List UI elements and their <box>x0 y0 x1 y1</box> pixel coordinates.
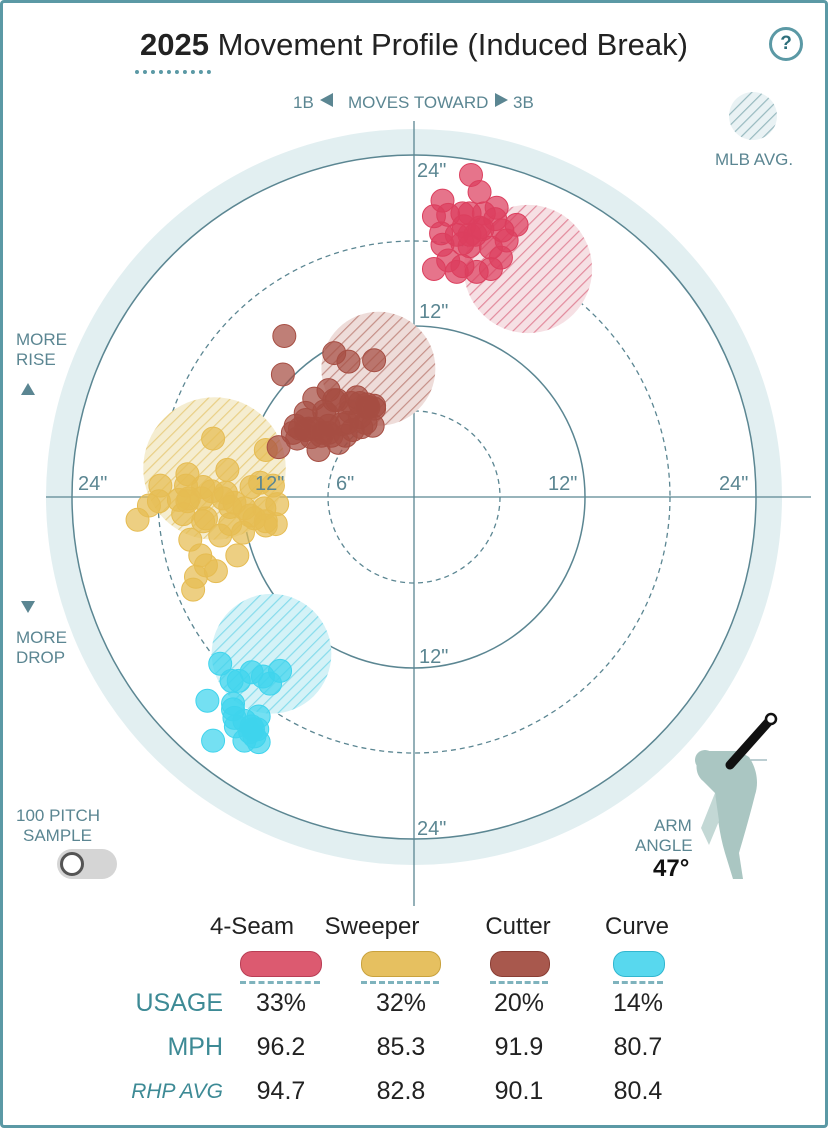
four-seam-toggle-pill[interactable] <box>240 951 322 977</box>
more-rise-label-line2: RISE <box>16 350 56 369</box>
tick-label-y-bottom-24: 24" <box>417 818 447 840</box>
usage-cutter: 20% <box>493 989 545 1017</box>
curve-pitch-point[interactable] <box>246 730 271 755</box>
tick-label-x-left-12: 12" <box>255 473 285 495</box>
cutter-pitch-point[interactable] <box>336 349 361 374</box>
tick-label-y-bottom-12: 12" <box>419 646 449 668</box>
arrow-up-icon <box>21 383 35 395</box>
sample-label-line1: 100 PITCH <box>16 806 101 825</box>
curve-pitch-point[interactable] <box>246 704 271 729</box>
cutter-toggle-pill[interactable] <box>490 951 550 977</box>
cutter-pitch-point[interactable] <box>362 396 387 421</box>
four-seam-pitch-point[interactable] <box>478 257 503 281</box>
sweeper-pitch-point[interactable] <box>125 507 150 532</box>
column-header-four-seam: 4-Seam <box>209 913 295 940</box>
cutter-pitch-point[interactable] <box>316 413 341 438</box>
rhp-avg-row-label: RHP AVG <box>131 1080 223 1103</box>
sweeper-pitch-point[interactable] <box>263 512 288 537</box>
cutter-pitch-point[interactable] <box>362 348 387 373</box>
sample-toggle[interactable] <box>57 849 117 879</box>
tick-label-x-left-24: 24" <box>78 473 108 495</box>
curve-toggle-pill[interactable] <box>613 951 665 977</box>
four-seam-pitch-point[interactable] <box>430 232 455 257</box>
tick-label-x-right-24: 24" <box>719 473 749 495</box>
rhp-avg-sweeper: 82.8 <box>376 1077 426 1105</box>
four-seam-pitch-point[interactable] <box>450 254 475 279</box>
direction-right-label: 3B <box>513 93 534 112</box>
cutter-pitch-point[interactable] <box>270 362 295 387</box>
curve-pitch-point[interactable] <box>258 671 283 696</box>
usage-curve: 14% <box>612 989 664 1017</box>
four-seam-pitch-point[interactable] <box>421 257 446 281</box>
sweeper-pitch-point[interactable] <box>260 473 285 498</box>
sweeper-pill-underline <box>361 981 439 984</box>
sweeper-pitch-point[interactable] <box>208 523 233 548</box>
more-rise-label-line1: MORE <box>16 330 67 349</box>
usage-row-label: USAGE <box>135 989 223 1017</box>
sweeper-pitch-point[interactable] <box>231 520 255 545</box>
column-header-sweeper: Sweeper <box>324 913 420 940</box>
arrow-left-icon <box>320 93 333 107</box>
sweeper-pitch-point[interactable] <box>175 462 200 487</box>
mph-four-seam: 96.2 <box>256 1033 306 1061</box>
rhp-avg-four-seam: 94.7 <box>256 1077 306 1105</box>
help-button[interactable]: ? <box>769 27 803 61</box>
curve-pitch-point[interactable] <box>195 688 220 713</box>
sample-label-line2: SAMPLE <box>23 826 92 845</box>
curve-pill-underline <box>613 981 663 984</box>
column-header-cutter: Cutter <box>485 913 551 940</box>
title-text: Movement Profile (Induced Break) <box>217 27 688 62</box>
mph-curve: 80.7 <box>613 1033 663 1061</box>
mlb-avg-legend-swatch <box>729 92 777 140</box>
direction-center-label: MOVES TOWARD <box>348 93 489 112</box>
rhp-avg-curve: 80.4 <box>613 1077 663 1105</box>
curve-pitch-point[interactable] <box>208 651 233 676</box>
cutter-pitch-point[interactable] <box>285 426 310 451</box>
sweeper-pitch-point[interactable] <box>193 506 218 531</box>
more-drop-label-line1: MORE <box>16 628 67 647</box>
arrow-down-icon <box>21 601 35 613</box>
page-title: 2025 Movement Profile (Induced Break) <box>3 27 825 63</box>
sweeper-toggle-pill[interactable] <box>361 951 441 977</box>
column-header-curve: Curve <box>604 913 670 940</box>
tick-label-y-top-12: 12" <box>419 301 449 323</box>
curve-pitch-point[interactable] <box>223 714 248 739</box>
arrow-right-icon <box>495 93 508 107</box>
sweeper-pitch-point[interactable] <box>203 559 228 584</box>
mlb-avg-legend-label: MLB AVG. <box>715 150 794 169</box>
more-drop-label-line2: DROP <box>16 648 66 667</box>
sweeper-pitch-point[interactable] <box>171 502 196 527</box>
direction-left-label: 1B <box>293 93 314 112</box>
sweeper-pitch-point[interactable] <box>225 543 250 568</box>
arm-angle-label-line1: ARM <box>654 816 692 835</box>
title-year: 2025 <box>140 27 209 62</box>
arm-angle-label-line2: ANGLE <box>635 836 693 855</box>
sweeper-pitch-point[interactable] <box>181 577 206 602</box>
title-underline <box>135 70 211 74</box>
mph-cutter: 91.9 <box>494 1033 544 1061</box>
tick-label-x-left-6: 6" <box>336 473 355 495</box>
curve-pitch-point[interactable] <box>201 728 226 753</box>
arm-angle-value: 47° <box>653 855 690 882</box>
sweeper-pitch-point[interactable] <box>215 457 240 482</box>
mph-row-label: MPH <box>167 1033 223 1061</box>
rhp-avg-cutter: 90.1 <box>494 1077 544 1105</box>
tick-label-x-right-12: 12" <box>548 473 578 495</box>
tick-label-y-top-24: 24" <box>417 160 447 182</box>
four-seam-pitch-point[interactable] <box>467 215 492 240</box>
toggle-knob <box>60 852 84 876</box>
sweeper-pitch-point[interactable] <box>211 486 236 511</box>
cutter-pill-underline <box>490 981 548 984</box>
cutter-pitch-point[interactable] <box>272 323 297 348</box>
pitcher-silhouette-icon <box>695 712 778 879</box>
mph-sweeper: 85.3 <box>376 1033 426 1061</box>
movement-chart <box>21 92 811 906</box>
sweeper-pitch-point[interactable] <box>201 426 226 451</box>
four-seam-pill-underline <box>240 981 320 984</box>
usage-sweeper: 32% <box>375 989 427 1017</box>
usage-four-seam: 33% <box>255 989 307 1017</box>
